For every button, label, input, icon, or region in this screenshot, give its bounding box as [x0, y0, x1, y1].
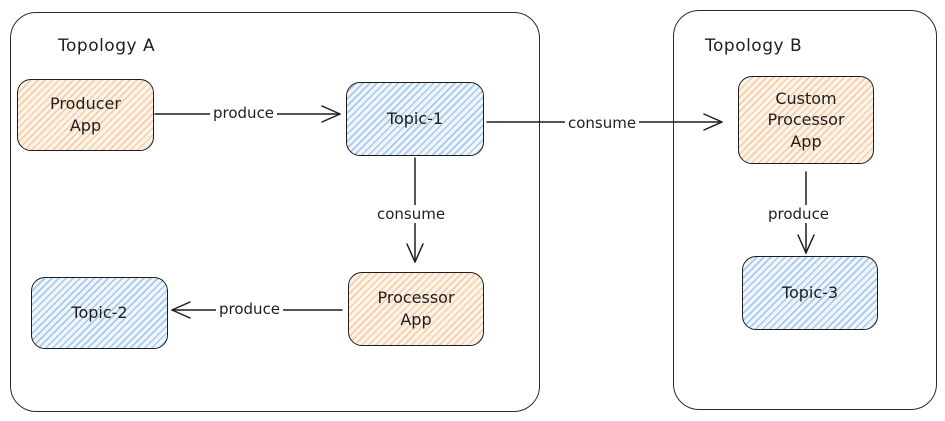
edge-label-topic1-to-processor: consume: [374, 205, 449, 223]
custom-processor-app-label: Custom Processor App: [767, 88, 845, 151]
edge-label-topic1-to-custom: consume: [565, 114, 640, 132]
processor-app-node: Processor App: [348, 272, 484, 346]
topic-3-node: Topic-3: [742, 256, 878, 330]
topic-1-label: Topic-1: [386, 109, 444, 129]
custom-processor-app-node: Custom Processor App: [738, 76, 874, 164]
edge-label-producer-to-topic1: produce: [210, 104, 278, 122]
producer-app-label: Producer App: [50, 94, 121, 135]
topic-2-node: Topic-2: [31, 277, 168, 349]
producer-app-node: Producer App: [17, 79, 154, 151]
topic-2-label: Topic-2: [71, 303, 128, 323]
topic-1-node: Topic-1: [346, 82, 484, 156]
edge-label-processor-to-topic2: produce: [216, 300, 284, 318]
topic-3-label: Topic-3: [781, 283, 839, 303]
edge-label-custom-to-topic3: produce: [765, 205, 833, 223]
topology-b-title: Topology B: [705, 36, 803, 56]
processor-app-label: Processor App: [377, 288, 455, 329]
topology-a-title: Topology A: [58, 36, 156, 56]
